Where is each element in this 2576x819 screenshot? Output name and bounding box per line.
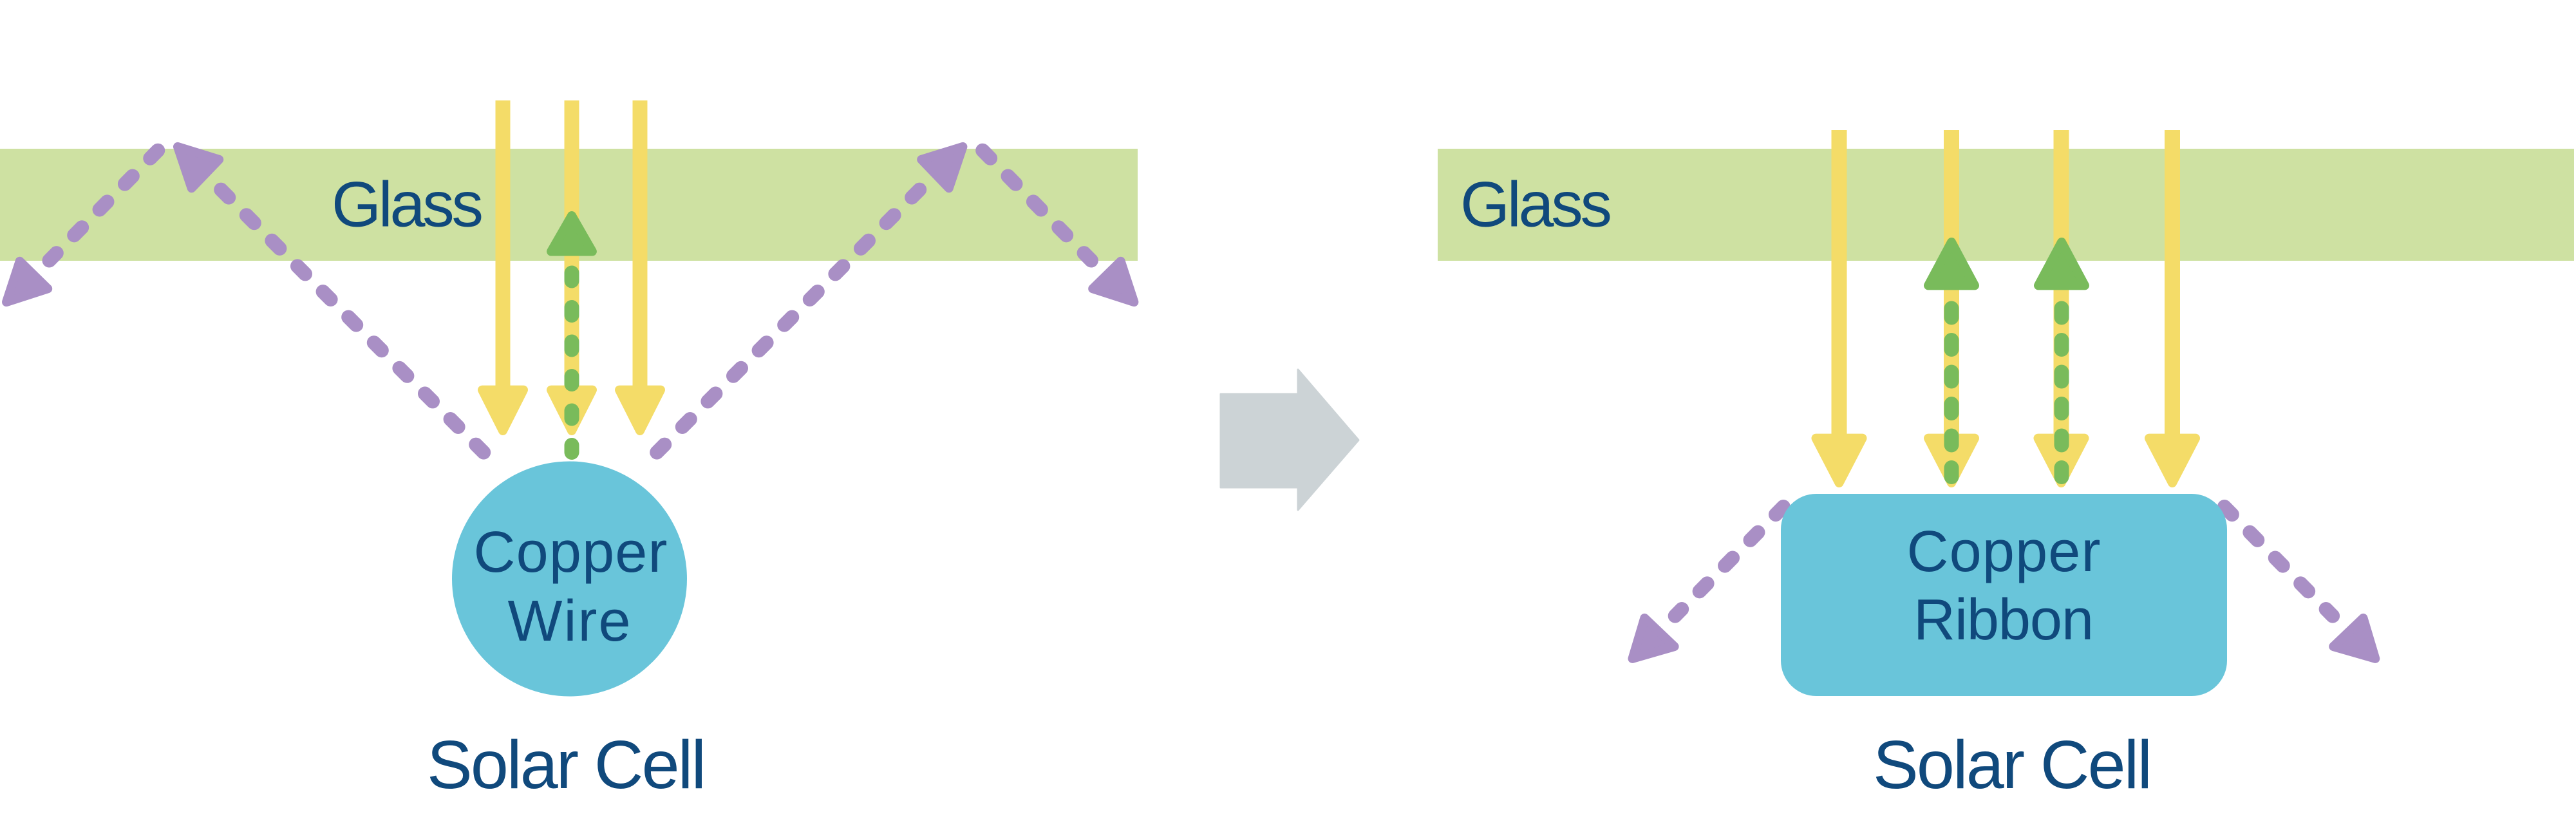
- svg-text:Solar Cell: Solar Cell: [427, 727, 706, 803]
- svg-text:Copper: Copper: [474, 520, 668, 585]
- svg-text:Glass: Glass: [332, 169, 484, 240]
- svg-text:Copper: Copper: [1907, 520, 2101, 584]
- svg-text:Solar Cell: Solar Cell: [1873, 727, 2152, 803]
- svg-text:Wire: Wire: [508, 589, 631, 654]
- svg-text:Glass: Glass: [1460, 169, 1612, 240]
- svg-text:Ribbon: Ribbon: [1913, 588, 2094, 652]
